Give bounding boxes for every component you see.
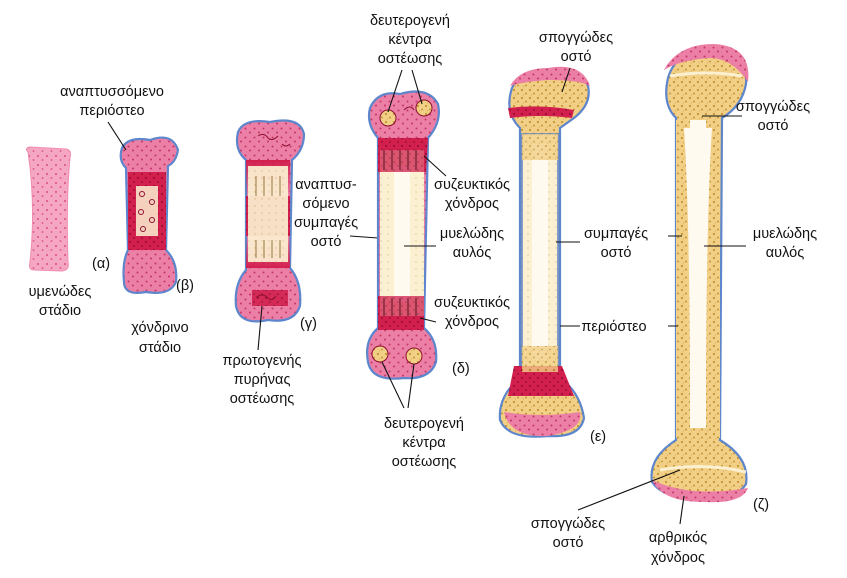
stage-d-secondary-bottom-leaders xyxy=(381,361,415,409)
stage-e-spongy-leader xyxy=(561,67,571,93)
stage-d-medullary-line2: αυλός xyxy=(453,245,491,261)
stage-c-compact-leader xyxy=(349,235,379,239)
stage-f-spongy-bottom-line2: οστό xyxy=(553,535,584,551)
stage-a-name-line1: υμενώδες xyxy=(29,284,92,300)
stage-e-spongy-line2: οστό xyxy=(561,49,592,65)
stage-e-spongy-line1: σπογγώδες xyxy=(539,30,613,46)
stage-c-primary-line1: πρωτογενής xyxy=(223,353,302,369)
bone-stage-f xyxy=(650,44,749,503)
stage-d-epiphyseal-top-leader xyxy=(423,155,447,177)
stage-e-periosteum-label: περιόστεο xyxy=(581,319,646,335)
stage-b-periosteum-line2: περιόστεο xyxy=(79,103,144,119)
bone-stage-b xyxy=(119,136,180,294)
stage-b-name-line2: στάδιο xyxy=(139,340,181,356)
stage-d-secondary-bottom-line1: δευτερογενή xyxy=(384,416,464,432)
stage-c-primary-line2: πυρήνας xyxy=(234,372,291,388)
stage-f-articular-leader xyxy=(679,495,685,525)
stage-d-secondary-top-line3: οστέωσης xyxy=(378,51,443,67)
stage-c-letter: (γ) xyxy=(300,316,317,332)
stage-f-articular-line2: χόνδρος xyxy=(651,550,705,566)
stage-f-spongy-top-line1: σπογγώδες xyxy=(736,99,810,115)
stage-b-name-line1: χόνδρινο xyxy=(131,320,188,336)
stage-d-secondary-top-line1: δευτερογενή xyxy=(370,13,450,29)
stage-c-primary-line3: οστέωσης xyxy=(230,391,295,407)
stage-f-medullary-line2: αυλός xyxy=(766,245,804,261)
bone-stage-c xyxy=(234,119,306,323)
stage-f-shaft-leaders xyxy=(668,235,682,327)
stage-f-spongy-top-line2: οστό xyxy=(758,118,789,134)
stage-c-primary-leader xyxy=(257,305,263,351)
stage-c-compact-line4: οστό xyxy=(311,234,342,250)
stage-c-compact-line2: σόμενο xyxy=(302,196,349,212)
stage-a-name-line2: στάδιο xyxy=(39,303,81,319)
stage-f-letter: (ζ) xyxy=(753,497,769,513)
stage-d-medullary-line1: μυελώδης xyxy=(440,226,504,242)
stage-a-letter: (α) xyxy=(92,256,110,272)
stage-c-compact-line1: αναπτυσ- xyxy=(295,177,357,193)
stage-b-periosteum-leader xyxy=(107,121,127,151)
stage-f-spongy-bottom-leader xyxy=(577,469,681,511)
stage-d-secondary-bottom-line3: οστέωσης xyxy=(392,454,457,470)
stage-d-epiphyseal-bottom-leader xyxy=(419,317,437,323)
stage-d-secondary-bottom-line2: κέντρα xyxy=(402,435,445,451)
stage-d-epiphyseal-top-line1: συζευκτικός xyxy=(434,177,510,193)
bone-stage-e xyxy=(498,66,590,438)
stage-b-periosteum-line1: αναπτυσσόμενο xyxy=(60,84,164,100)
bone-stage-d xyxy=(366,90,440,380)
stage-e-compact-line2: οστό xyxy=(601,245,632,261)
stage-d-epiphyseal-bottom-line2: χόνδρος xyxy=(445,314,499,330)
stage-d-letter: (δ) xyxy=(452,361,470,377)
stage-d-secondary-top-line2: κέντρα xyxy=(388,32,431,48)
stage-f-medullary-line1: μυελώδης xyxy=(753,226,817,242)
stage-d-epiphyseal-bottom-line1: συζευκτικός xyxy=(434,295,510,311)
stage-e-letter: (ε) xyxy=(590,429,606,445)
stage-b-letter: (β) xyxy=(176,278,194,294)
stage-f-spongy-bottom-line1: σπογγώδες xyxy=(531,516,605,532)
stage-c-compact-line3: συμπαγές xyxy=(294,215,358,231)
stage-d-epiphyseal-top-line2: χόνδρος xyxy=(445,196,499,212)
bone-stage-a xyxy=(25,146,71,272)
stage-d-secondary-top-leaders xyxy=(387,69,423,113)
stage-e-compact-line1: συμπαγές xyxy=(584,226,648,242)
stage-f-articular-line1: αρθρικός xyxy=(649,530,707,546)
